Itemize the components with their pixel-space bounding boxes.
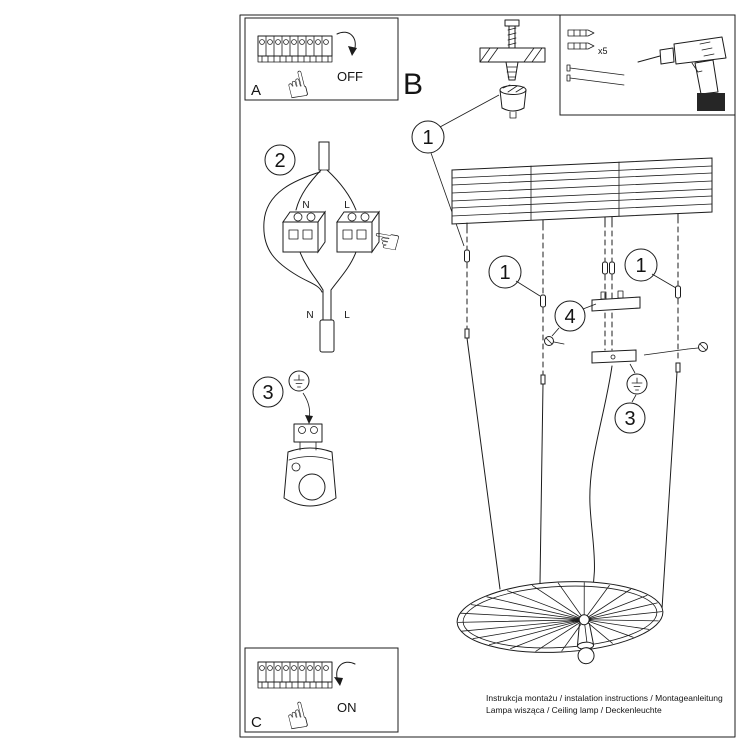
step-3-left: 3 [252,370,337,507]
page-frame [239,14,736,738]
step-2-wiring: 2 N L [263,141,404,353]
footer-line-2: Lampa wisząca / Ceiling lamp / Deckenleu… [486,705,662,715]
terminal-block-l [336,210,380,254]
ceiling-anchor-detail [479,19,546,119]
svg-text:1: 1 [635,255,646,277]
lamp-shade [456,581,664,665]
footer-line-1: Instrukcja montażu / instalation instruc… [486,693,723,703]
step-2-badge: 2 [274,150,285,172]
label-n-bottom: N [306,310,313,321]
on-label: ON [337,700,357,715]
side-screw-right-icon [687,342,708,352]
terminal-strip-icon [257,35,333,63]
screw-icon [566,64,625,86]
step-3-badge: 3 [262,382,273,404]
ground-symbol-icon [288,370,310,392]
bulb-socket-icon [576,622,595,665]
ground-symbol-icon [626,373,648,395]
label-l-bottom: L [344,310,350,321]
off-arrow-icon [336,31,357,56]
panel-a-letter: A [251,82,261,99]
step-3-badge-right: 3 [624,408,635,430]
footer-caption: Instrukcja montażu / instalation instruc… [486,693,723,715]
wall-plug-icon [567,29,595,50]
bulb-icon [577,647,595,665]
off-label: OFF [337,69,363,84]
step-4-badge: 4 [564,306,575,328]
hardware-box: x5 [559,14,736,116]
ceiling-rail [451,157,713,229]
terminal-strip-icon [257,661,333,689]
panel-c-letter: C [251,714,262,731]
shade-hub [578,614,590,626]
drill-icon [637,36,727,111]
side-screw-left-icon [544,336,565,346]
label-l-top: L [344,200,350,211]
dowel-count: x5 [598,46,608,56]
step-4-bracket: 4 3 [544,290,708,434]
step-1-badge-top: 1 [411,94,500,247]
hand-left-icon: ☜ [369,220,404,262]
step-1-badge-right: 1 [624,248,677,289]
terminal-block-n [282,210,326,254]
shade-spokes [457,582,663,652]
step-1-badge-mid: 1 [488,255,541,297]
svg-text:1: 1 [422,127,433,149]
section-b-label: B [403,68,423,101]
panel-c: ☝ ON C [244,647,399,740]
label-n-top: N [302,200,309,211]
ceiling-cup-icon [283,447,337,507]
power-cord [585,365,613,615]
on-arrow-icon [334,661,356,686]
svg-text:1: 1 [499,262,510,284]
suspension-cables [464,217,681,610]
panel-a: ☝ OFF A [244,17,399,109]
